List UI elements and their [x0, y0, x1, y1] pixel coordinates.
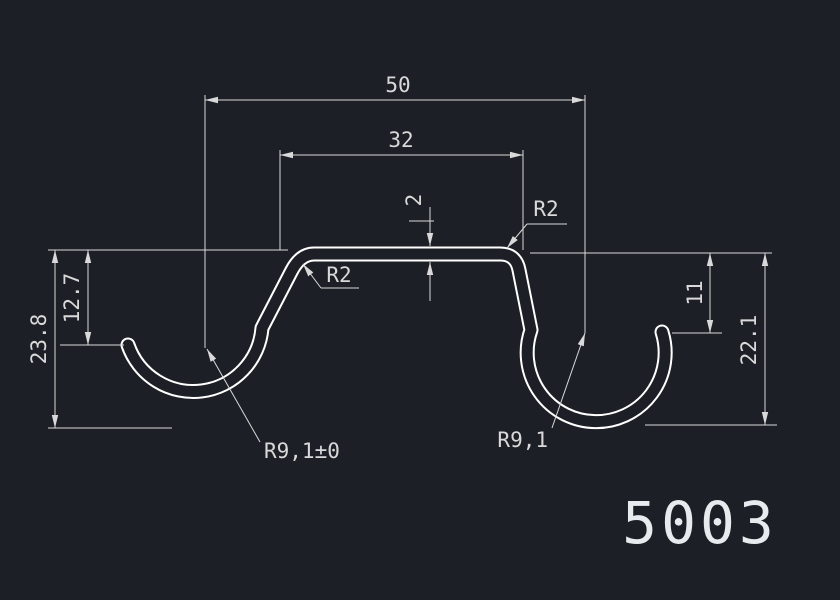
dimension-left-tip-height: 12.7	[60, 250, 124, 346]
dimension-top-width: 32	[279, 128, 524, 250]
dim-32-label: 32	[388, 128, 413, 152]
dimension-right-tip-height: 11	[530, 252, 772, 334]
dim-2-label: 2	[402, 194, 426, 207]
dimension-wall-thickness: 2	[402, 194, 434, 301]
label-left-hook-radius: R9,1±0	[206, 348, 340, 463]
dim-12-7-label: 12.7	[60, 273, 84, 324]
label-corner-radius-left: R2	[302, 263, 359, 289]
dimension-right-total-height: 22.1	[645, 253, 777, 426]
leader-line	[206, 348, 261, 443]
leader-line	[302, 263, 322, 289]
r2-left-label: R2	[326, 263, 351, 287]
profile-outline-inner	[122, 248, 671, 428]
dimension-left-total-height: 23.8	[27, 249, 288, 429]
part-number: 5003	[622, 489, 778, 557]
label-corner-radius-top: R2	[506, 197, 567, 249]
label-right-hook-radius: R9,1	[497, 332, 586, 452]
leader-line	[506, 223, 528, 249]
dim-22-1-label: 22.1	[737, 315, 761, 366]
leader-line	[551, 332, 586, 429]
r9-1-left-label: R9,1±0	[264, 439, 340, 463]
r2-top-label: R2	[533, 197, 558, 221]
extrusion-profile	[120, 246, 673, 430]
dim-23-8-label: 23.8	[27, 314, 51, 365]
dim-50-label: 50	[385, 73, 410, 97]
dim-11-label: 11	[683, 280, 707, 305]
dimension-overall-width: 50	[204, 73, 586, 348]
r9-1-right-label: R9,1	[497, 428, 548, 452]
